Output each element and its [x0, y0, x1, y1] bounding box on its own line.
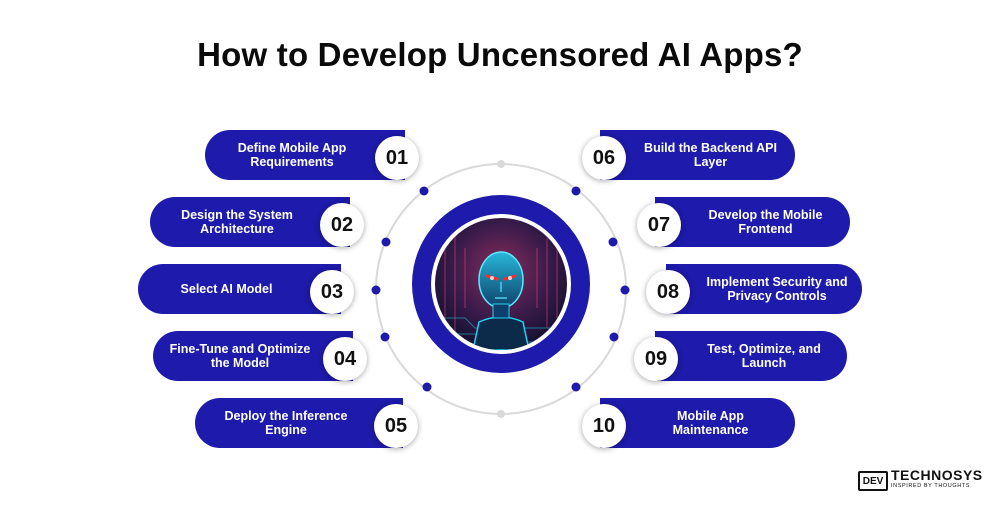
ring-dot-1: [419, 186, 429, 196]
step-number-9: 09: [634, 337, 678, 381]
step-number-2: 02: [320, 203, 364, 247]
step-number-1: 01: [375, 136, 419, 180]
step-label: Deploy the Inference Engine: [224, 409, 348, 437]
logo-box: DEV: [858, 471, 888, 491]
ring-dot-6: [571, 186, 581, 196]
devtechnosys-logo: DEV TECHNOSYS INSPIRED BY THOUGHTS: [858, 468, 992, 494]
step-label: Select AI Model: [180, 282, 273, 296]
ring-dot-7: [608, 237, 618, 247]
logo-tagline: INSPIRED BY THOUGHTS: [891, 483, 971, 489]
step-label: Mobile App Maintenance: [672, 409, 749, 437]
ring-dot-4: [380, 332, 390, 342]
page-title: How to Develop Uncensored AI Apps?: [197, 36, 803, 73]
step-pill-5: Deploy the Inference Engine: [195, 398, 403, 448]
step-pill-7: Develop the Mobile Frontend: [655, 197, 850, 247]
ring-dot-top: [497, 160, 505, 168]
step-label: Implement Security and Privacy Controls: [706, 275, 848, 303]
logo-main-text: TECHNOSYS: [891, 467, 983, 483]
step-label: Fine-Tune and Optimize the Model: [169, 342, 311, 370]
step-pill-1: Define Mobile App Requirements: [205, 130, 405, 180]
ring-dot-2: [381, 237, 391, 247]
step-number-5: 05: [374, 404, 418, 448]
step-pill-9: Test, Optimize, and Launch: [655, 331, 847, 381]
logo-brand: TECHNOSYS INSPIRED BY THOUGHTS: [891, 467, 983, 492]
step-number-6: 06: [582, 136, 626, 180]
step-label: Test, Optimize, and Launch: [707, 342, 821, 370]
step-label: Build the Backend API Layer: [644, 141, 777, 169]
step-pill-10: Mobile App Maintenance: [600, 398, 795, 448]
step-number-7: 07: [637, 203, 681, 247]
step-number-10: 10: [582, 404, 626, 448]
ring-dot-9: [609, 332, 619, 342]
ai-robot-head-icon: [435, 218, 567, 350]
step-number-4: 04: [323, 337, 367, 381]
step-label: Develop the Mobile Frontend: [708, 208, 823, 236]
step-pill-6: Build the Backend API Layer: [600, 130, 795, 180]
step-pill-4: Fine-Tune and Optimize the Model: [153, 331, 353, 381]
ring-dot-8: [620, 285, 630, 295]
step-number-3: 03: [310, 270, 354, 314]
step-pill-3: Select AI Model: [138, 264, 341, 314]
ring-dot-bottom: [497, 410, 505, 418]
ring-dot-5: [422, 382, 432, 392]
step-label: Design the System Architecture: [181, 208, 293, 236]
step-label: Define Mobile App Requirements: [237, 141, 347, 169]
ring-dot-3: [371, 285, 381, 295]
step-number-8: 08: [646, 270, 690, 314]
center-image: [431, 214, 571, 354]
ring-dot-10: [571, 382, 581, 392]
step-pill-2: Design the System Architecture: [150, 197, 350, 247]
step-pill-8: Implement Security and Privacy Controls: [666, 264, 862, 314]
